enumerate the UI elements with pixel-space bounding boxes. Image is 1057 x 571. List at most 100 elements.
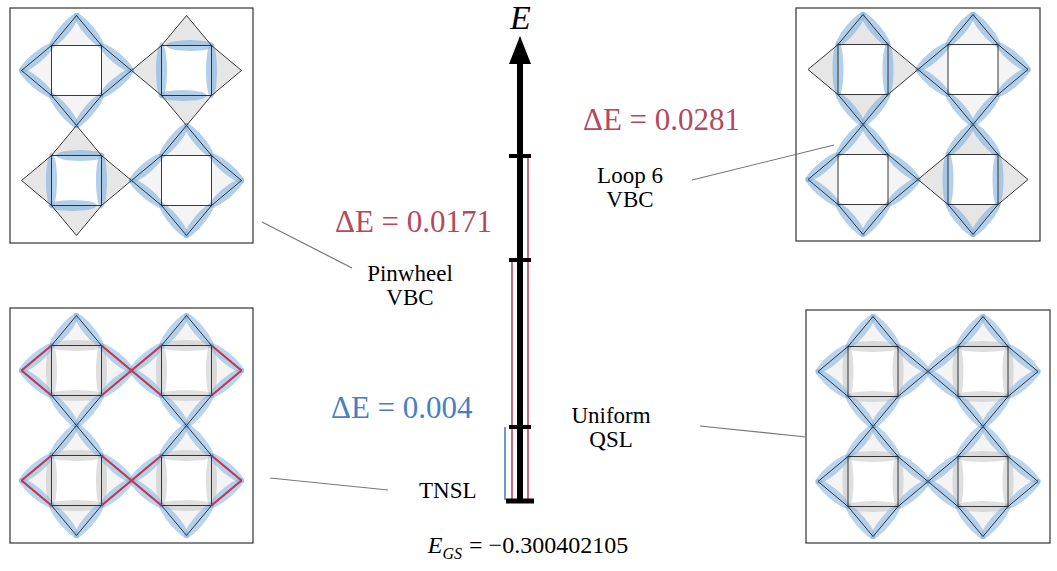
lattice-bond [162, 455, 212, 456]
lattice-bond [162, 316, 187, 346]
lattice-bond [818, 457, 848, 482]
panel-frame [806, 310, 1050, 543]
leader-line [692, 145, 834, 180]
lattice-bond [102, 371, 132, 396]
lattice-bond [52, 95, 102, 96]
lattice-bond [973, 205, 998, 235]
axis-label: E [510, 0, 531, 36]
lattice-bond [998, 45, 999, 95]
lattice-bond [51, 456, 52, 506]
lattice-bond [162, 155, 212, 156]
lattice-bond [838, 154, 888, 155]
lattice-bond [77, 206, 102, 236]
lattice-bond [848, 506, 898, 507]
lattice-bond [918, 45, 948, 70]
lattice-bond [1008, 457, 1009, 507]
red-bond [132, 371, 162, 396]
lattice-bond [77, 396, 102, 426]
lattice-bond [848, 457, 849, 507]
lattice-bond [187, 206, 212, 236]
lattice-bond [948, 204, 998, 205]
lattice-bond [838, 204, 888, 205]
lattice-bond [973, 15, 998, 45]
lattice-bond [918, 155, 948, 180]
dimer [206, 43, 217, 99]
lattice-bond [848, 346, 898, 347]
lattice-bond [838, 44, 888, 45]
lattice-bond [77, 96, 102, 126]
lattice-bond [162, 426, 187, 456]
ground-state-energy: EGS= −0.300402105 [428, 532, 628, 559]
lattice-bond [211, 156, 212, 206]
lattice-bond [52, 426, 77, 456]
lattice-bond [838, 155, 839, 205]
lattice-bond [983, 427, 1008, 457]
lattice-bond [898, 347, 899, 397]
red-bond [22, 456, 52, 481]
lattice-bond [187, 96, 212, 126]
lattice-bond [211, 46, 212, 96]
lattice-bond [958, 456, 1008, 457]
lattice-bond [973, 95, 998, 125]
panel-frame [10, 8, 253, 243]
lattice-bond [101, 346, 102, 396]
lattice-bond [187, 126, 212, 156]
lattice-bond [873, 507, 898, 537]
lattice-bond [848, 396, 898, 397]
lattice-bond [212, 156, 242, 181]
lattice-bond [52, 455, 102, 456]
lattice-bond [162, 126, 187, 156]
lattice-bond [22, 456, 52, 481]
lattice-bond [52, 395, 102, 396]
axis-line [517, 62, 523, 502]
lattice-bond [898, 482, 928, 507]
lattice-bond [187, 16, 212, 46]
axis-tick [509, 154, 531, 158]
lattice-bond [1008, 347, 1009, 397]
lattice-bond [948, 125, 973, 155]
lattice-bond [863, 15, 888, 45]
lattice-bond [22, 156, 52, 181]
subscript: GS [443, 545, 463, 562]
lattice-bond [958, 457, 959, 507]
state-label: TNSL [419, 479, 477, 503]
lattice-bond [52, 316, 77, 346]
red-bond [212, 456, 242, 481]
energy-gap-label: ΔE = 0.004 [331, 392, 473, 425]
lattice-bond [808, 45, 838, 70]
dimer [156, 43, 167, 99]
lattice-bond [863, 205, 888, 235]
lattice-bond [948, 94, 998, 95]
lattice-bond [102, 346, 132, 371]
lattice-bond [77, 126, 102, 156]
lattice-bond [1008, 482, 1038, 507]
lattice-bond [888, 155, 918, 180]
lattice-bond [161, 156, 162, 206]
gap-bar [511, 260, 513, 502]
red-bond [22, 371, 52, 396]
red-bond [102, 371, 132, 396]
lattice-bond [948, 45, 949, 95]
lattice-bond [22, 481, 52, 506]
dimer [46, 153, 57, 209]
lattice-bond [888, 70, 918, 95]
lattice-bond [948, 15, 973, 45]
lattice-bond [1008, 372, 1038, 397]
lattice-bond [162, 16, 187, 46]
lattice-bond [928, 347, 958, 372]
red-bond [212, 481, 242, 506]
lattice-bond [102, 456, 132, 481]
lattice-bond [51, 156, 52, 206]
lattice-bond [958, 347, 959, 397]
lattice-bond [888, 45, 889, 95]
lattice-bond [848, 456, 898, 457]
lattice-bond [848, 317, 873, 347]
axis-tick [509, 258, 531, 262]
lattice-bond [1008, 457, 1038, 482]
state-label: Uniform QSL [565, 404, 657, 452]
dimer [993, 152, 1004, 208]
red-bond [102, 481, 132, 506]
lattice-bond [162, 395, 212, 396]
lattice-bond [132, 456, 162, 481]
lattice-bond [52, 16, 77, 46]
